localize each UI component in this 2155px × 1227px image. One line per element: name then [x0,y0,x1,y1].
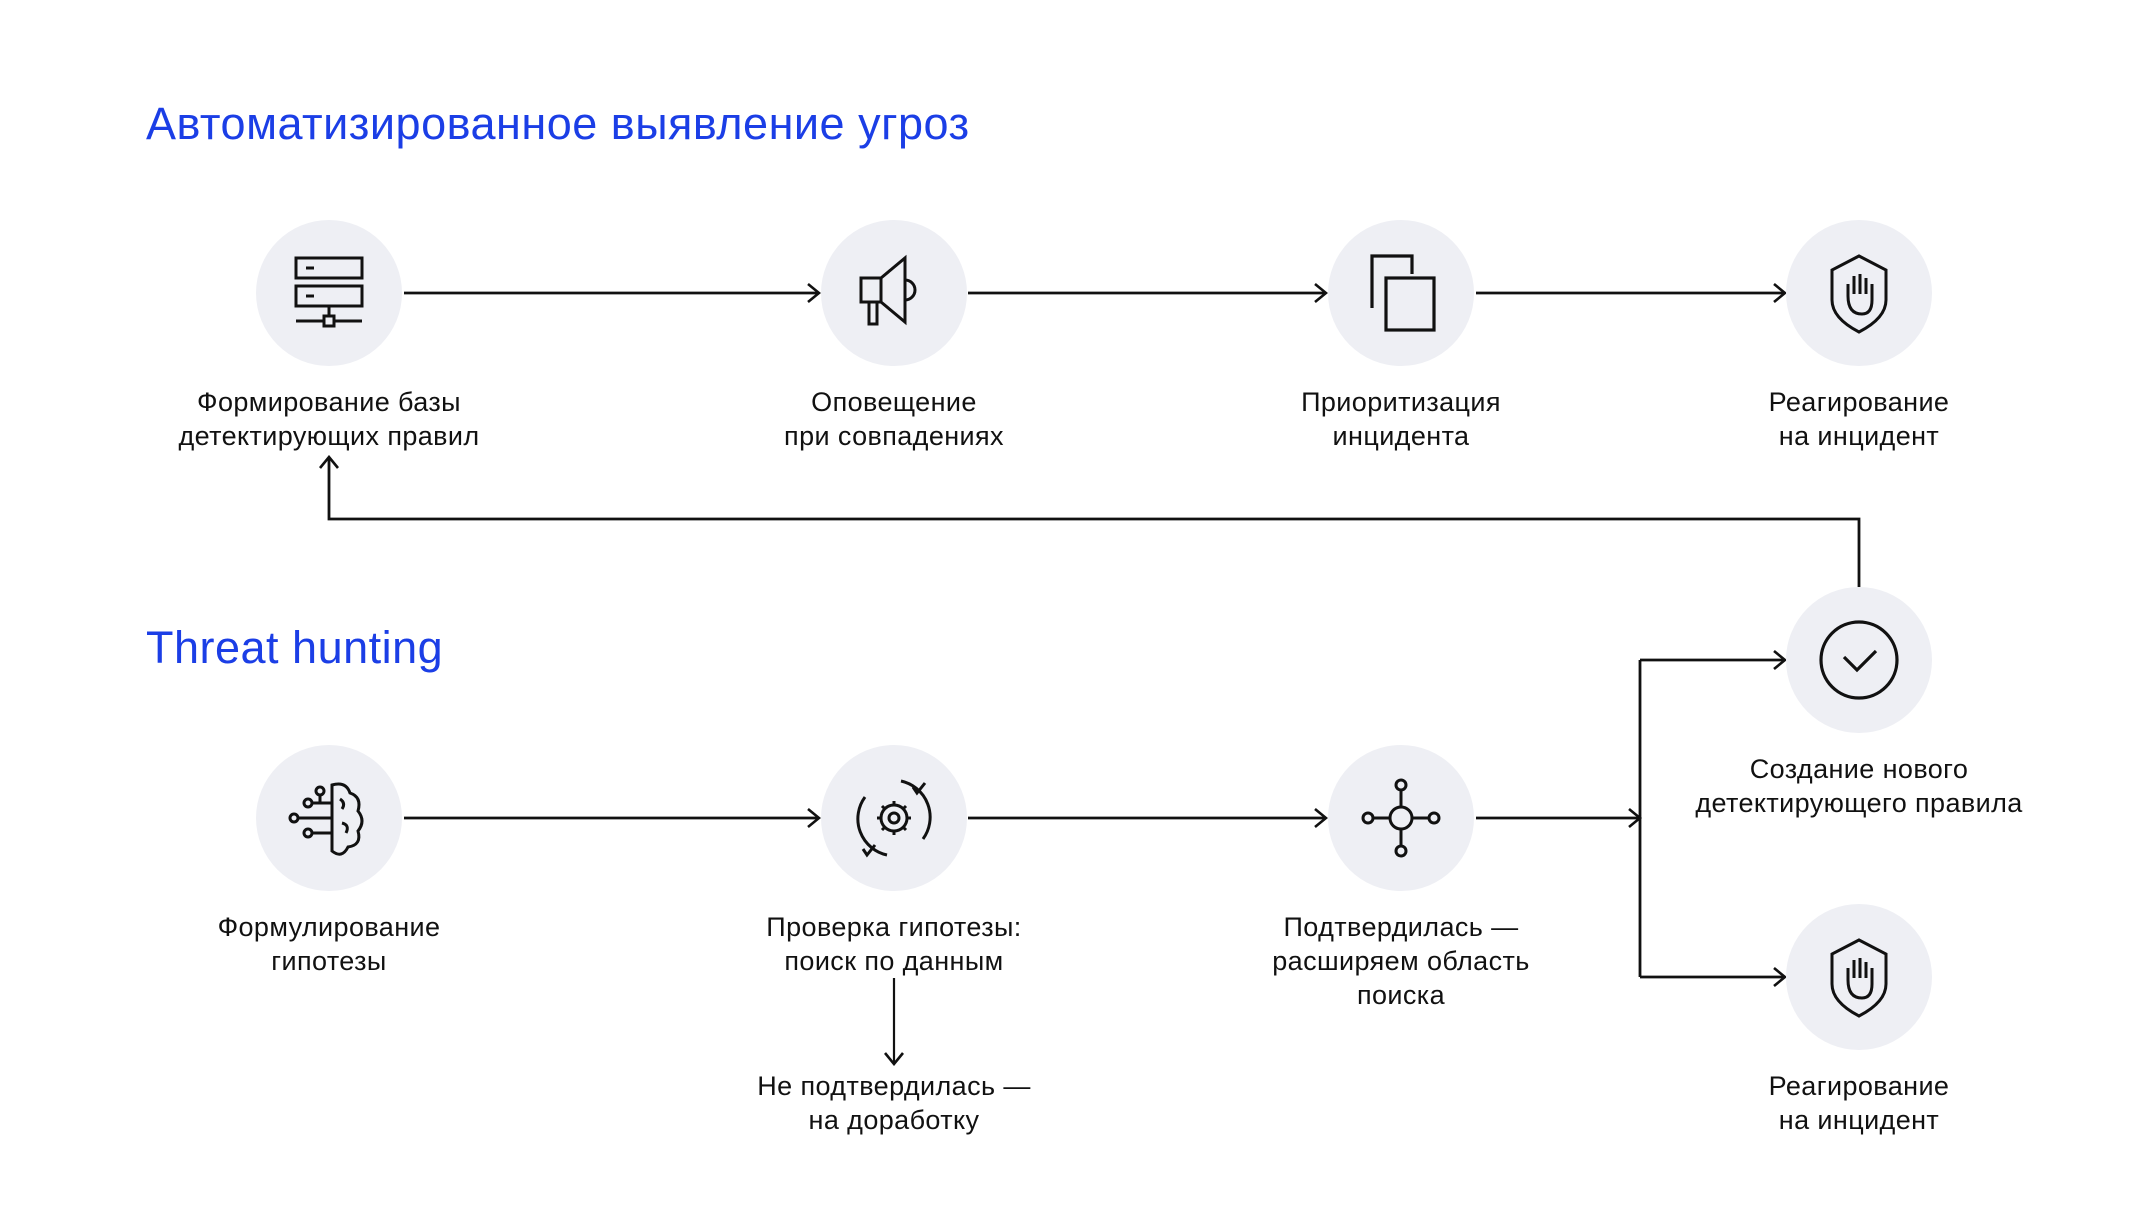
node-confirmed [1328,745,1474,891]
node-check-hypothesis [821,745,967,891]
layered-squares-icon [1370,254,1436,332]
node-alert [821,220,967,366]
node-response-2 [1786,904,1932,1050]
network-hub-icon [1361,778,1441,858]
node-response [1786,220,1932,366]
node-hypothesis [256,745,402,891]
label-rejected: Не подтвердилась —на доработку [757,1071,1031,1135]
label-check-hypothesis: Проверка гипотезы:поиск по данным [766,912,1022,976]
section-title-hunting: Threat hunting [146,622,444,673]
server-rack-icon [294,256,364,328]
node-prioritize [1328,220,1474,366]
section-title-automated: Автоматизированное выявление угроз [146,98,970,149]
gear-cycle-icon [856,779,932,858]
node-rule-base [256,220,402,366]
node-new-rule [1786,587,1932,733]
shield-hand-icon [1830,938,1888,1018]
megaphone-icon [859,254,917,326]
check-circle-icon [1819,620,1899,700]
brain-circuit-icon [288,782,364,856]
feedback-arrow [329,457,1861,587]
shield-hand-icon [1830,254,1888,334]
